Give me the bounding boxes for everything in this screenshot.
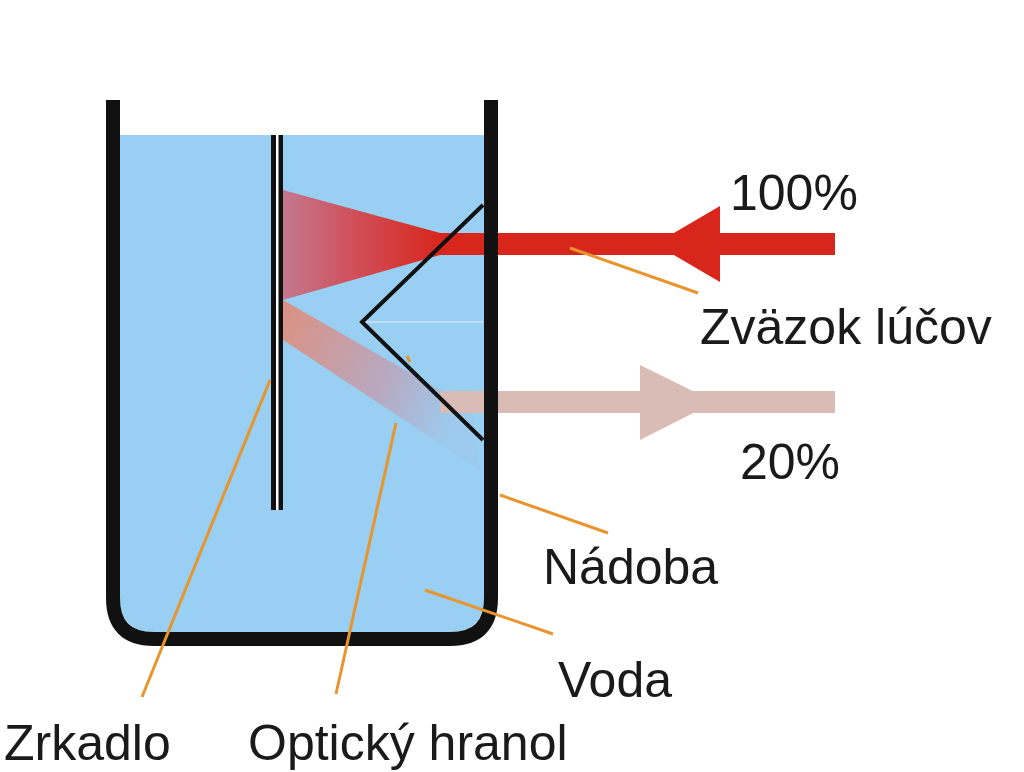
optical-prism — [362, 205, 483, 440]
mirror — [271, 135, 283, 510]
part-label: 100% — [730, 168, 858, 218]
prism-axis — [364, 322, 483, 323]
arrow-head — [640, 365, 715, 440]
leader-line — [425, 590, 553, 634]
part-label: Nádoba — [543, 542, 718, 592]
incident-beam — [283, 190, 440, 300]
leader-line — [336, 423, 396, 694]
part-label: Optický hranol — [248, 718, 568, 768]
leader-line — [407, 356, 410, 362]
part-label: Zrkadlo — [4, 718, 171, 768]
part-label: 20% — [740, 437, 840, 487]
container — [113, 100, 491, 639]
leader-line — [142, 380, 270, 697]
water — [120, 135, 484, 632]
leader-line — [570, 248, 698, 293]
leader-line — [500, 495, 608, 533]
output-beam — [440, 391, 835, 413]
arrow-head — [655, 206, 720, 282]
mirror-surface — [276, 135, 279, 510]
part-label: Zväzok lúčov — [700, 302, 992, 352]
input-beam — [440, 233, 835, 255]
reflected-beam — [283, 300, 480, 470]
part-label: Voda — [558, 655, 672, 705]
